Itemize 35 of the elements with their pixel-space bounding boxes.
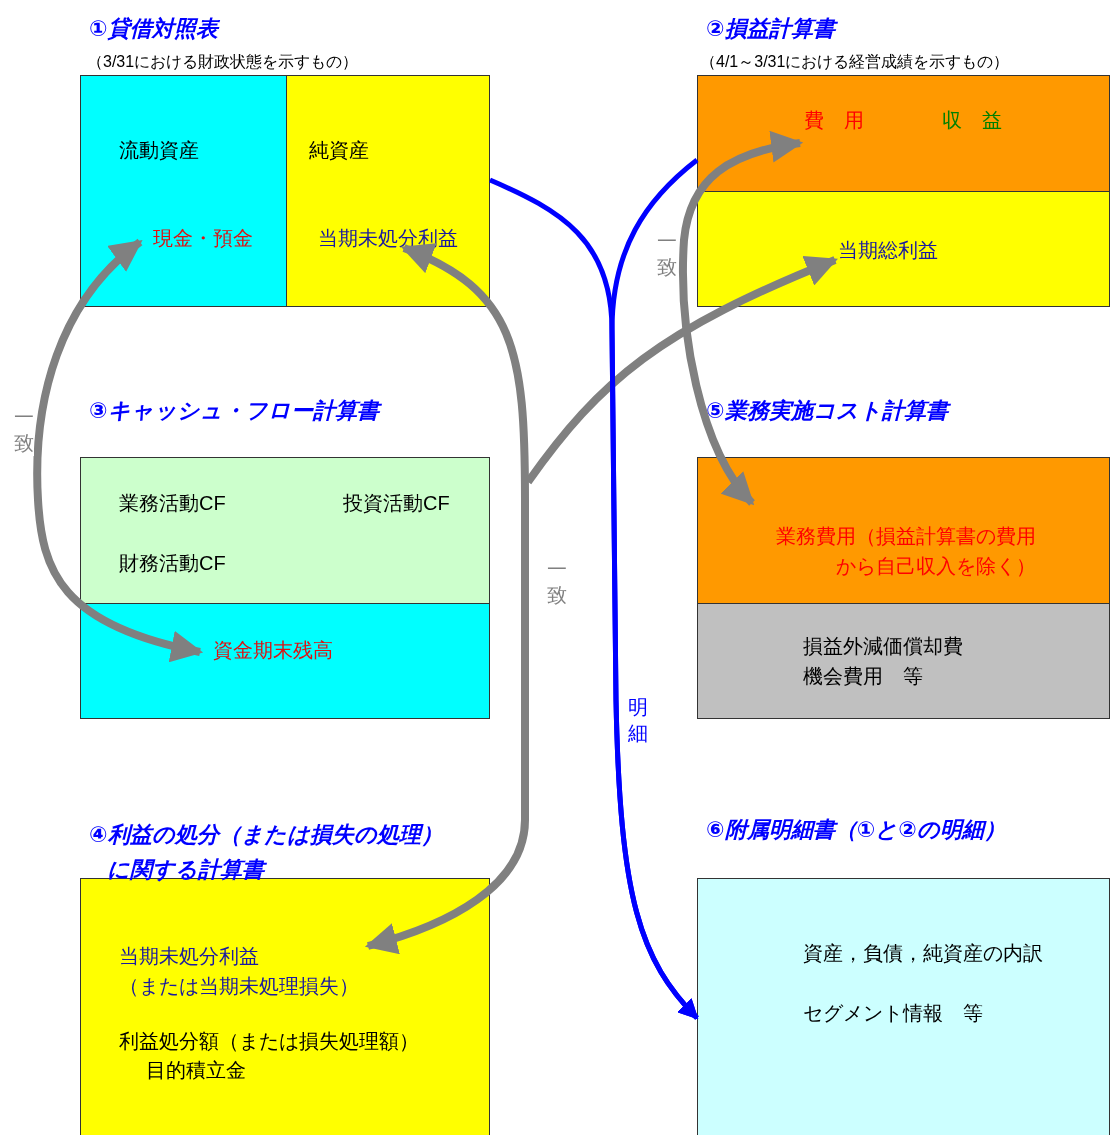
cell-text: 現金・預金 xyxy=(153,226,253,250)
statement-title: ⑥附属明細書（①と②の明細） xyxy=(706,817,1006,843)
cell-text: 資金期末残高 xyxy=(213,638,333,662)
table-cell xyxy=(81,603,489,718)
cell-text: 損益外減価償却費 xyxy=(803,634,963,658)
table-cell xyxy=(698,76,1109,191)
arrow xyxy=(609,158,699,1020)
table-cell xyxy=(698,191,1109,306)
arrow xyxy=(679,131,804,506)
cell-text: 純資産 xyxy=(309,138,369,162)
cell-text: 当期総利益 xyxy=(838,238,938,262)
cell-text: 利益処分額（または損失処理額） xyxy=(119,1029,419,1053)
statement-title: ①貸借対照表 xyxy=(89,16,218,42)
cell-text: 業務費用（損益計算書の費用から自己収入を除く） xyxy=(775,524,1036,579)
cell-text: 投資活動CF xyxy=(343,491,450,515)
arrow xyxy=(33,238,204,662)
subtitle: （4/1～3/31における経営成績を示すもの） xyxy=(700,52,1010,72)
cell-text: 資産，負債，純資産の内訳 xyxy=(803,941,1043,965)
cell-text: 当期未処分利益（または当期未処理損失） xyxy=(119,944,360,999)
cell-text: 財務活動CF xyxy=(119,551,226,575)
table-cell xyxy=(698,458,1109,603)
table-cell xyxy=(81,458,489,603)
table-cell xyxy=(81,76,286,306)
table-cell xyxy=(698,603,1109,718)
cell-text: 業務活動CF xyxy=(119,491,226,515)
statement-title: ④利益の処分（または損失の処理）に関する計算書 xyxy=(89,821,444,884)
table-cell xyxy=(286,76,489,306)
subtitle: （3/31における財政状態を示すもの） xyxy=(87,52,359,72)
cell-text: 費 用 xyxy=(804,108,864,132)
cell-text: 流動資産 xyxy=(119,138,199,162)
cell-text: 目的積立金 xyxy=(146,1058,246,1082)
cell-text: 機会費用 等 xyxy=(803,664,923,688)
cell-text: 収 益 xyxy=(942,108,1002,132)
arrow xyxy=(364,244,529,954)
cell-text: セグメント情報 等 xyxy=(803,1001,983,1025)
